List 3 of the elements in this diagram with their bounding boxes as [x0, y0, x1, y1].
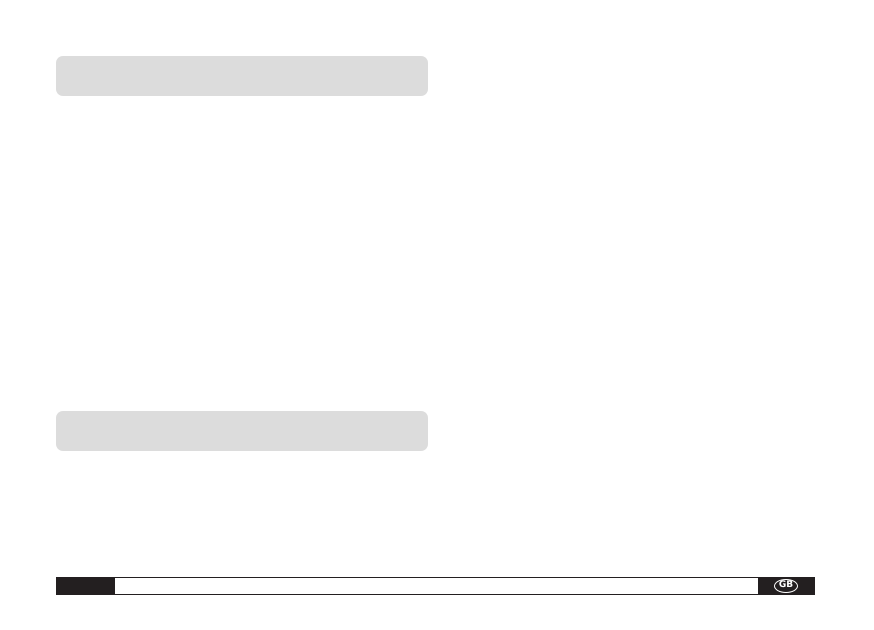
heading-bar	[56, 411, 428, 451]
heading-bar	[56, 56, 428, 96]
country-badge: GB	[774, 579, 798, 593]
